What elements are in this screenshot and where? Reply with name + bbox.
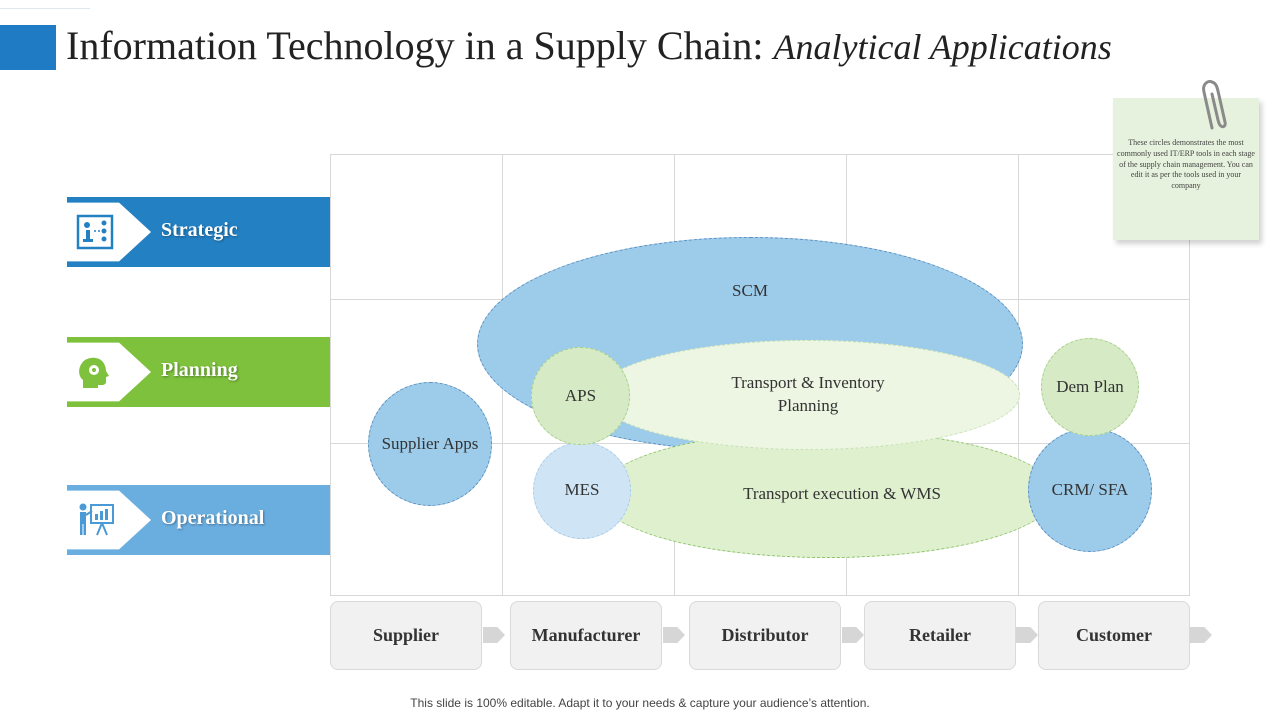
mes-label: MES xyxy=(564,480,600,500)
stage-label-customer: Customer xyxy=(1076,625,1152,645)
transport-inventory-ellipse: Transport & Inventory Planning xyxy=(596,340,1020,450)
band-label-planning: Planning xyxy=(161,359,238,381)
stage-label-manufacturer: Manufacturer xyxy=(531,625,641,645)
dem-plan-label: Dem Plan xyxy=(1056,376,1124,396)
dem-plan-circle: Dem Plan xyxy=(1041,338,1139,436)
stage-arrow xyxy=(842,627,864,643)
stage-label-retailer: Retailer xyxy=(909,625,971,645)
mes-circle: MES xyxy=(533,442,631,539)
stage-arrow xyxy=(1190,627,1212,643)
band-label-strategic: Strategic xyxy=(161,219,238,241)
transport-inventory-label: Transport & Inventory Planning xyxy=(731,373,885,415)
stage-arrow xyxy=(1016,627,1038,643)
sticky-note-text: These circles demonstrates the most comm… xyxy=(1117,138,1255,191)
crm-sfa-circle: CRM/ SFA xyxy=(1028,428,1152,552)
footer-note: This slide is 100% editable. Adapt it to… xyxy=(410,696,870,710)
page-title: Information Technology in a Supply Chain… xyxy=(66,22,1112,69)
presentation-icon xyxy=(79,503,114,536)
stage-manufacturer: Manufacturer xyxy=(510,601,662,670)
title-subtitle: Analytical Applications xyxy=(773,27,1112,67)
stage-customer: Customer xyxy=(1038,601,1190,670)
stage-retailer: Retailer xyxy=(864,601,1016,670)
title-accent-bar xyxy=(0,25,56,70)
transport-execution-ellipse: Transport execution & WMS xyxy=(598,430,1056,558)
band-operational: Operational xyxy=(67,485,330,555)
stage-distributor: Distributor xyxy=(689,601,841,670)
top-accent-line xyxy=(0,8,90,9)
scm-label: SCM xyxy=(732,281,768,300)
stage-label-supplier: Supplier xyxy=(372,625,440,645)
sticky-note: These circles demonstrates the most comm… xyxy=(1113,98,1259,240)
supplier-apps-label: Supplier Apps xyxy=(381,433,479,453)
head-gear-icon xyxy=(79,357,109,388)
aps-label: APS xyxy=(564,385,597,405)
band-strategic: Strategic xyxy=(67,197,330,267)
transport-execution-label: Transport execution & WMS xyxy=(743,483,941,503)
title-main: Information Technology in a Supply Chain… xyxy=(66,23,764,68)
stage-arrow xyxy=(483,627,505,643)
paperclip-icon xyxy=(1202,80,1227,130)
stage-arrow xyxy=(663,627,685,643)
band-planning: Planning xyxy=(67,337,330,407)
aps-circle: APS xyxy=(531,347,630,445)
grid-line xyxy=(1018,155,1019,595)
stage-label-distributor: Distributor xyxy=(721,625,809,645)
band-label-operational: Operational xyxy=(161,507,265,529)
strategy-board-icon xyxy=(76,214,114,250)
stage-supplier: Supplier xyxy=(330,601,482,670)
crm-sfa-label: CRM/ SFA xyxy=(1051,479,1129,499)
supplier-apps-circle: Supplier Apps xyxy=(368,382,492,506)
